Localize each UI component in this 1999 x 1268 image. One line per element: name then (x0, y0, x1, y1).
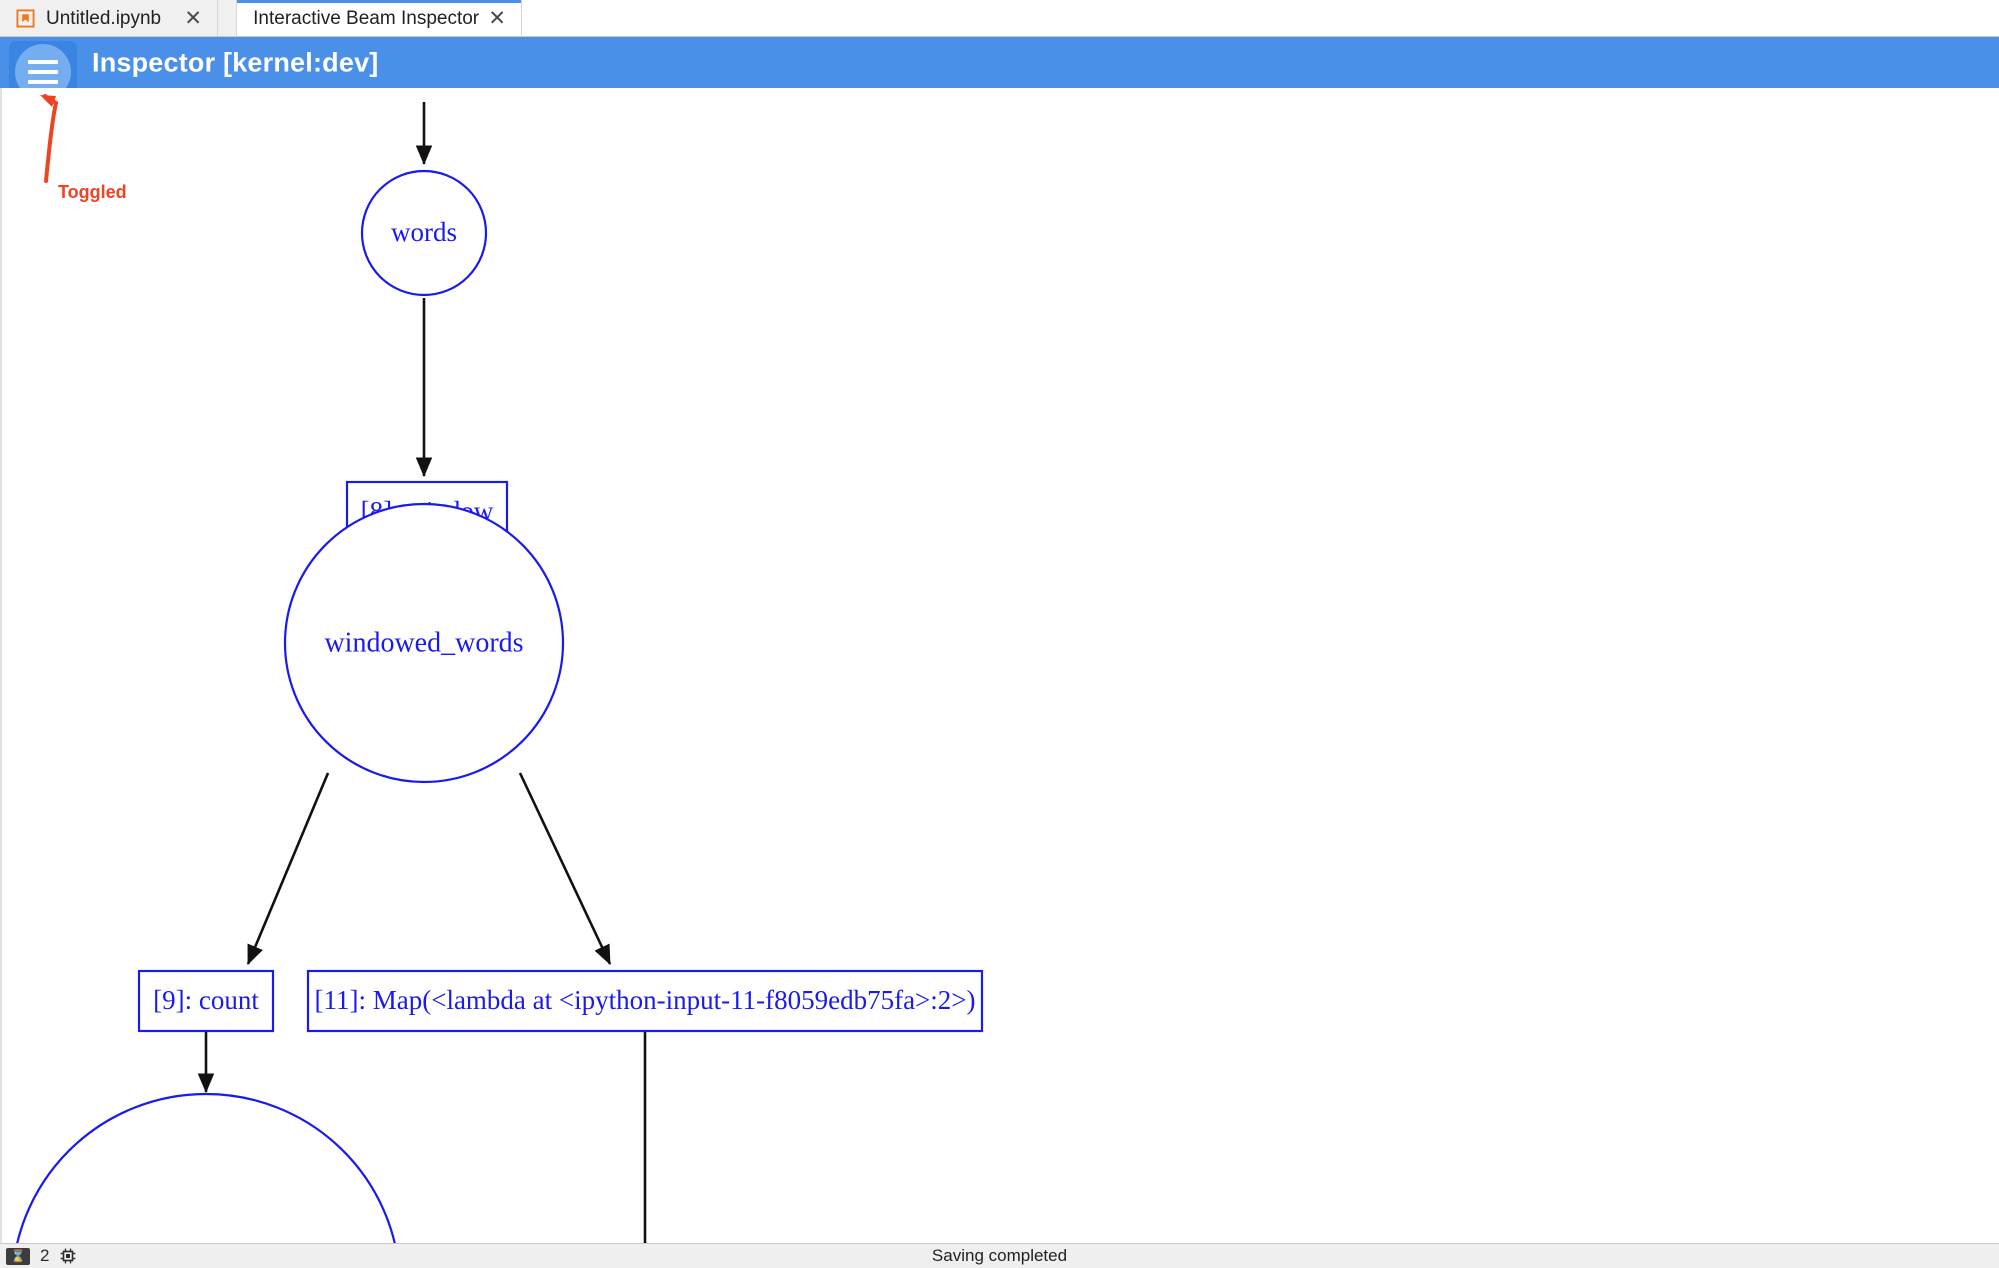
node-label: words (391, 217, 457, 247)
page-title: Inspector [kernel:dev] (92, 47, 379, 77)
inspector-header: Inspector [kernel:dev] (0, 37, 1999, 103)
kernel-count: 2 (40, 1246, 50, 1265)
edge-windowed-words-to-count (246, 772, 330, 965)
pipeline-graph: words [8]: window windowed_words [9]: co… (12, 102, 984, 1243)
close-icon[interactable]: ✕ (488, 6, 506, 30)
edge-windowed-words-to-map (518, 772, 612, 965)
tab-interactive-beam-inspector[interactable]: Interactive Beam Inspector ✕ (237, 0, 523, 36)
tab-label: Interactive Beam Inspector (253, 7, 480, 29)
terminal-icon[interactable]: ⌛ (6, 1247, 30, 1265)
annotation-label: Toggled (58, 182, 127, 202)
status-bar-left: ⌛ 2 (0, 1246, 77, 1266)
graph-canvas[interactable]: words [8]: window windowed_words [9]: co… (0, 88, 1999, 1243)
status-bar: ⌛ 2 Saving completed (0, 1243, 1999, 1268)
tab-bar: Untitled.ipynb ✕ Interactive Beam Inspec… (0, 0, 1999, 37)
tab-bar-spacer (218, 0, 238, 36)
tab-bar-empty-area (522, 0, 1999, 36)
notebook-icon (16, 8, 35, 28)
node-map-lambda-transform[interactable]: [11]: Map(<lambda at <ipython-input-11-f… (306, 969, 984, 1033)
tab-label: Untitled.ipynb (46, 7, 162, 29)
close-icon[interactable]: ✕ (184, 6, 202, 30)
node-label: windowed_words (324, 627, 523, 658)
node-label: [9]: count (153, 985, 259, 1015)
node-windowed-words[interactable]: windowed_words (283, 502, 565, 784)
node-count-transform[interactable]: [9]: count (137, 969, 275, 1033)
tab-untitled-ipynb[interactable]: Untitled.ipynb ✕ (0, 0, 219, 36)
node-words[interactable]: words (360, 169, 488, 297)
node-label: [11]: Map(<lambda at <ipython-input-11-f… (315, 985, 976, 1015)
cpu-chip-icon[interactable] (59, 1247, 77, 1265)
graph-nodes: words [8]: window windowed_words [9]: co… (12, 169, 984, 1243)
node-windowed-word-counts[interactable]: windowed_word_counts (12, 1092, 400, 1243)
status-message: Saving completed (931, 1246, 1068, 1265)
